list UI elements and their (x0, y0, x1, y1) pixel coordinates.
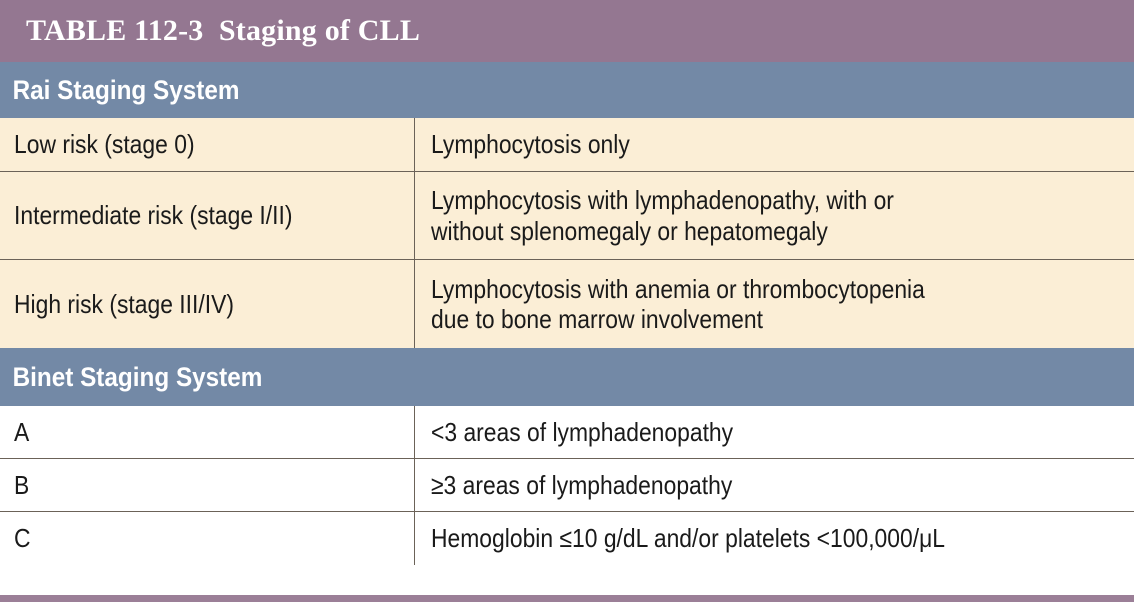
row-value: Lymphocytosis with anemia or thrombocyto… (431, 273, 925, 334)
row-value: <3 areas of lymphadenopathy (431, 416, 734, 447)
row-value-cell: <3 areas of lymphadenopathy (415, 406, 1134, 458)
section-header-rai-label: Rai Staging System (12, 74, 240, 105)
row-value-cell: Hemoglobin ≤10 g/dL and/or platelets <10… (415, 512, 1134, 565)
table-row: B ≥3 areas of lymphadenopathy (0, 459, 1134, 512)
table-row: High risk (stage III/IV) Lymphocytosis w… (0, 260, 1134, 348)
section-header-rai: Rai Staging System (0, 62, 1134, 118)
row-label: Low risk (stage 0) (14, 129, 195, 160)
row-label: High risk (stage III/IV) (14, 288, 234, 319)
row-label: Intermediate risk (stage I/II) (14, 200, 293, 231)
section-header-binet: Binet Staging System (0, 348, 1134, 406)
row-label-cell: B (0, 459, 415, 511)
table-row: C Hemoglobin ≤10 g/dL and/or platelets <… (0, 512, 1134, 565)
row-label-cell: High risk (stage III/IV) (0, 260, 415, 348)
row-value-cell: Lymphocytosis with anemia or thrombocyto… (415, 260, 1134, 348)
row-value-cell: ≥3 areas of lymphadenopathy (415, 459, 1134, 511)
row-value: ≥3 areas of lymphadenopathy (431, 469, 733, 500)
row-label: C (14, 523, 31, 554)
table-bottom-rule (0, 595, 1134, 602)
table-title-bar: TABLE 112-3 Staging of CLL (0, 0, 1134, 62)
row-label: A (14, 416, 30, 447)
table-row: A <3 areas of lymphadenopathy (0, 406, 1134, 459)
table-row: Intermediate risk (stage I/II) Lymphocyt… (0, 172, 1134, 260)
row-label-cell: Intermediate risk (stage I/II) (0, 172, 415, 259)
row-label-cell: Low risk (stage 0) (0, 118, 415, 171)
row-label-cell: A (0, 406, 415, 458)
section-header-binet-label: Binet Staging System (12, 361, 263, 392)
row-value: Lymphocytosis with lymphadenopathy, with… (431, 185, 894, 246)
row-label-cell: C (0, 512, 415, 565)
table-title: TABLE 112-3 Staging of CLL (26, 14, 421, 47)
row-value: Hemoglobin ≤10 g/dL and/or platelets <10… (431, 523, 946, 554)
row-value-cell: Lymphocytosis only (415, 118, 1134, 171)
table-row: Low risk (stage 0) Lymphocytosis only (0, 118, 1134, 172)
row-value-cell: Lymphocytosis with lymphadenopathy, with… (415, 172, 1134, 259)
row-label: B (14, 469, 30, 500)
row-value: Lymphocytosis only (431, 129, 630, 160)
